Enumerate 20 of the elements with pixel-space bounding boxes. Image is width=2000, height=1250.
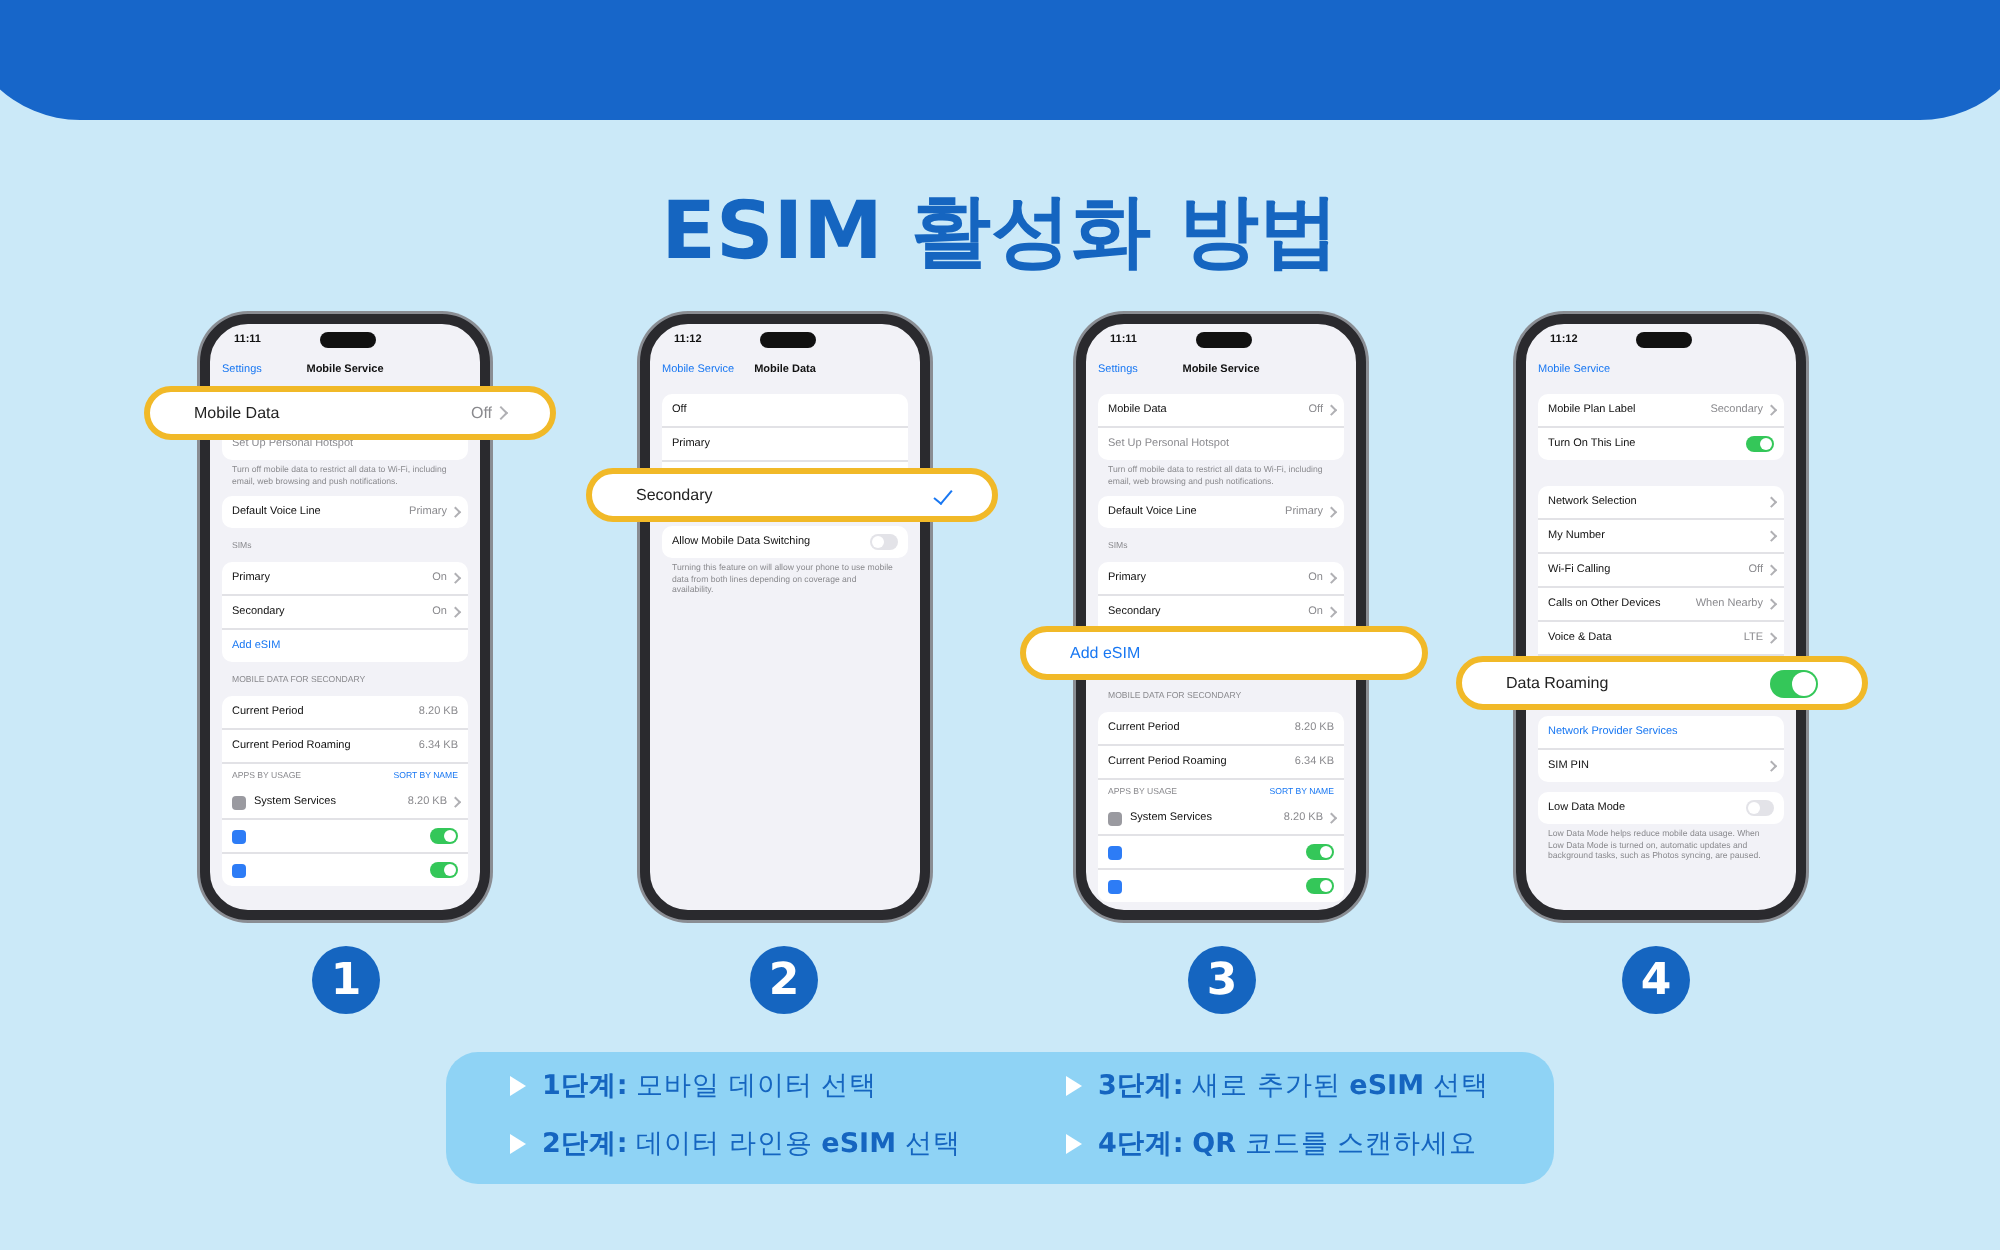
step-number-badge: 3: [1188, 946, 1256, 1014]
step-number-badge: 4: [1622, 946, 1690, 1014]
setting-label: Data Roaming: [1506, 674, 1609, 692]
setting-label: Mobile Data: [194, 404, 280, 422]
highlight-callout: [1020, 626, 1428, 680]
steps-panel: [446, 1052, 1554, 1184]
step-instruction: 2단계: 데이터 라인용 eSIM 선택: [542, 1126, 961, 1162]
step-instruction: 3단계: 새로 추가된 eSIM 선택: [1098, 1068, 1489, 1104]
phone-frame: [640, 314, 930, 920]
page-title: ESIM 활성화 방법: [659, 184, 1341, 282]
highlight-callout: [144, 386, 556, 440]
setting-value: Off: [470, 404, 492, 422]
setting-label: Secondary: [636, 486, 713, 504]
step-number-badge: 1: [312, 946, 380, 1014]
link-text: Add eSIM: [1070, 644, 1141, 662]
highlight-callout: [1456, 656, 1868, 710]
step-number-badge: 2: [750, 946, 818, 1014]
highlight-callout: [586, 468, 998, 522]
step-instruction: 4단계: QR 코드를 스캔하세요: [1098, 1126, 1478, 1162]
step-instruction: 1단계: 모바일 데이터 선택: [542, 1068, 878, 1104]
